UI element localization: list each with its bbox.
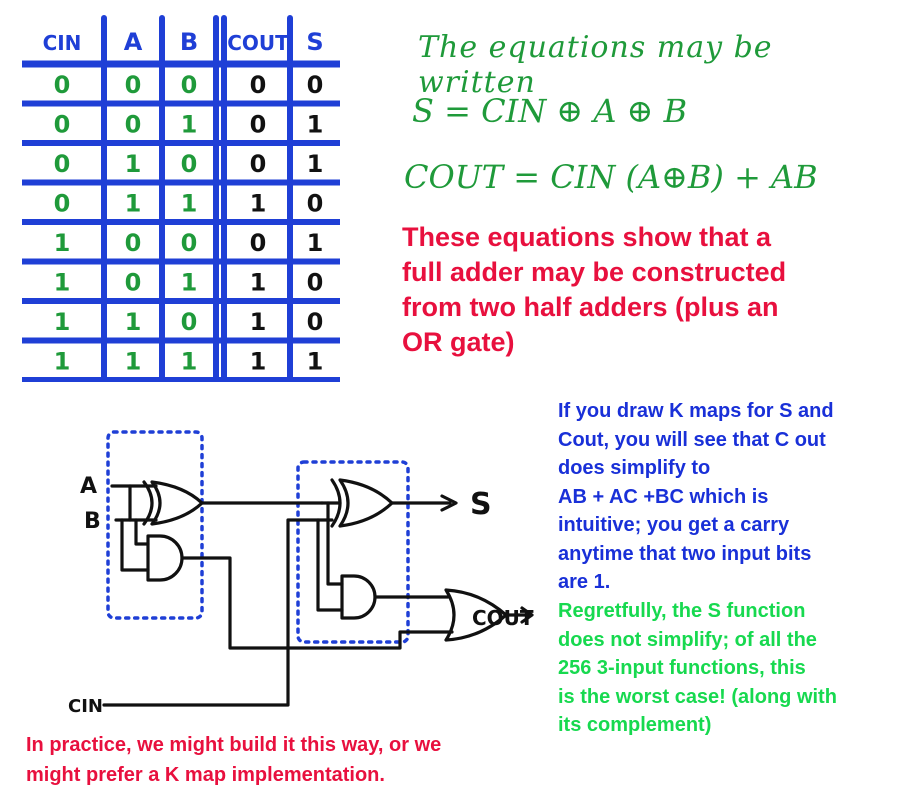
carry-equation: COUT = CIN (A⊕B) + AB [404, 158, 818, 196]
table-cell: 0 [181, 150, 198, 178]
note-line: If you draw K maps for S and [558, 400, 834, 422]
sum-equation: S = CIN ⊕ A ⊕ B [412, 92, 688, 130]
note-line: are 1. [558, 571, 611, 593]
wire-or-in2 [286, 630, 454, 650]
table-cell: 1 [54, 268, 71, 296]
table-cell: 1 [307, 347, 324, 375]
table-cell: 0 [54, 71, 71, 99]
cout-arrow [520, 606, 534, 624]
note-line: Regretfully, the S function [558, 600, 806, 622]
table-cell: 0 [54, 110, 71, 138]
table-cell: 1 [250, 347, 267, 375]
table-header-cell: S [306, 28, 323, 56]
table-cell: 1 [54, 347, 71, 375]
note-line: anytime that two input bits [558, 542, 812, 565]
truth-table-grid [22, 15, 340, 382]
xor2-back-curve [330, 478, 342, 528]
table-header-cell: A [124, 28, 143, 56]
table-cell: 0 [250, 150, 267, 178]
table-cell: 0 [181, 71, 198, 99]
or-gate [444, 588, 508, 642]
table-cell: 1 [307, 150, 324, 178]
wire-and1-in2 [134, 518, 150, 546]
half-adder-1-box [106, 430, 204, 620]
note-line: from two half adders (plus an [402, 292, 779, 322]
table-cell: 1 [125, 189, 142, 217]
xor1-back-curve [142, 480, 154, 526]
table-cell: 0 [307, 71, 324, 99]
input-a-label: A [80, 474, 97, 499]
equations-intro: The equations may be written [418, 30, 773, 100]
table-cell: 1 [181, 268, 198, 296]
wire-and2-in1 [316, 518, 344, 612]
output-s-label: S [470, 487, 492, 522]
table-cell: 0 [307, 268, 324, 296]
half-adder-2-box [296, 460, 410, 644]
note-line: is the worst case! (along with [558, 685, 837, 708]
output-cout-label: COUT [472, 606, 534, 630]
note-line: might prefer a K map implementation. [26, 764, 385, 786]
table-cell: 0 [250, 71, 267, 99]
table-cell: 0 [125, 268, 142, 296]
table-cell: 0 [125, 71, 142, 99]
table-cell: 0 [181, 308, 198, 336]
wire-and2-in2 [326, 501, 344, 586]
note-line: 256 3-input functions, this [558, 657, 806, 679]
table-cell: 0 [250, 110, 267, 138]
table-cell: 0 [54, 150, 71, 178]
table-cell: 1 [250, 308, 267, 336]
table-cell: 1 [307, 110, 324, 138]
input-b-label: B [84, 509, 101, 534]
s-arrow [440, 494, 458, 512]
table-header-cell: CIN [43, 31, 82, 55]
note-line: does simplify to [558, 457, 711, 479]
table-cell: 0 [250, 229, 267, 257]
xor1-gate [150, 480, 204, 526]
note-line: AB + AC +BC which is [558, 485, 769, 508]
wire-and1-out [180, 556, 290, 650]
full-adder-circuit: A B CIN S COUT [68, 430, 534, 717]
table-cell: 0 [125, 110, 142, 138]
note-line: intuitive; you get a carry [558, 514, 790, 536]
input-cin-label: CIN [68, 696, 103, 717]
wire-and1-in1 [120, 518, 150, 572]
truth-table: CIN A B COUT S 0 0 0 0 0 0 0 1 0 1 0 1 0 0 1 0 1 1 1 0 1 0 0 0 1 1 0 1 1 0… [22, 15, 340, 382]
note-line: full adder may be constructed [402, 257, 787, 287]
table-header-cell: B [180, 28, 198, 56]
kmap-note: If you draw K maps for S and Cout, you w… [558, 397, 898, 597]
table-cell: 1 [181, 110, 198, 138]
truth-table-cells: CIN A B COUT S 0 0 0 0 0 0 0 1 0 1 0 1 0 0 1 0 1 1 1 0 1 0 0 0 1 1 0 1 1 0… [43, 28, 324, 375]
table-cell: 0 [307, 189, 324, 217]
table-cell: 1 [181, 347, 198, 375]
note-line: OR gate) [402, 327, 515, 357]
implementation-note: In practice, we might build it this way,… [26, 730, 546, 790]
table-cell: 0 [54, 189, 71, 217]
note-line: These equations show that a [402, 222, 772, 252]
table-cell: 1 [181, 189, 198, 217]
table-header-cell: COUT [227, 31, 289, 55]
and1-gate [146, 534, 184, 582]
table-cell: 1 [54, 229, 71, 257]
table-cell: 0 [181, 229, 198, 257]
note-line: In practice, we might build it this way,… [26, 734, 442, 756]
note-line: its complement) [558, 714, 712, 736]
table-cell: 1 [54, 308, 71, 336]
note-line: Cout, you will see that C out [558, 428, 826, 451]
wire-cin-up [286, 518, 334, 650]
table-cell: 1 [125, 150, 142, 178]
table-cell: 1 [250, 189, 267, 217]
and2-gate [340, 574, 377, 620]
table-cell: 1 [250, 268, 267, 296]
table-cell: 0 [125, 229, 142, 257]
sum-function-note: Regretfully, the S function does not sim… [558, 597, 898, 740]
table-cell: 1 [125, 308, 142, 336]
half-adder-note: These equations show that a full adder m… [402, 220, 842, 360]
wire-cin [102, 646, 290, 707]
table-cell: 0 [307, 308, 324, 336]
table-cell: 1 [307, 229, 324, 257]
table-cell: 1 [125, 347, 142, 375]
note-line: does not simplify; of all the [558, 628, 817, 651]
xor2-gate [338, 478, 394, 528]
